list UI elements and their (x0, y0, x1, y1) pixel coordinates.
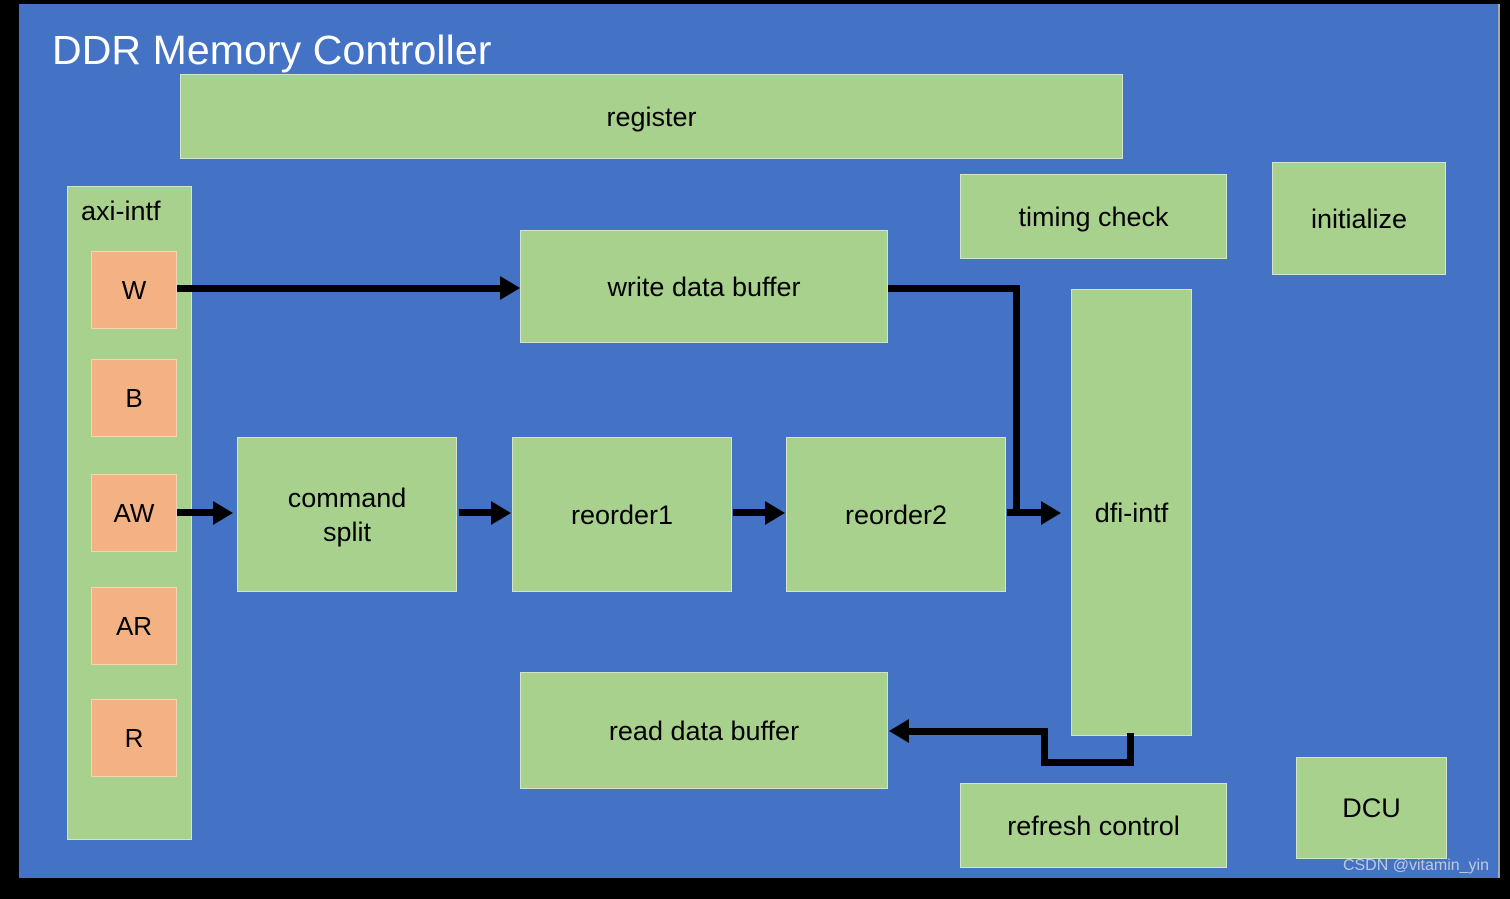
block-reorder2[interactable]: reorder2 (786, 437, 1006, 592)
block-refresh-control[interactable]: refresh control (960, 783, 1227, 868)
block-write-data-buffer[interactable]: write data buffer (520, 230, 888, 343)
block-read-data-buffer[interactable]: read data buffer (520, 672, 888, 789)
axi-channel-r[interactable]: R (91, 699, 177, 777)
connector-dfi-to-rdb-vertical-right (1127, 733, 1134, 766)
slide-canvas: DDR Memory Controller register axi-intf … (19, 4, 1500, 878)
axi-channel-w[interactable]: W (91, 251, 177, 329)
arrowhead-dfi-to-read-data-buffer (889, 719, 909, 743)
block-timing-check[interactable]: timing check (960, 174, 1227, 259)
connector-wdb-join (1013, 509, 1055, 516)
block-register[interactable]: register (180, 74, 1123, 159)
axi-channel-b[interactable]: B (91, 359, 177, 437)
arrowhead-reorder1-to-reorder2 (765, 501, 785, 525)
connector-aw-to-command-split (177, 509, 215, 516)
block-dfi-intf[interactable]: dfi-intf (1071, 289, 1192, 736)
connector-reorder1-to-reorder2 (733, 509, 767, 516)
connector-dfi-to-rdb-vertical-left (1041, 728, 1048, 766)
axi-channel-aw[interactable]: AW (91, 474, 177, 552)
block-reorder1[interactable]: reorder1 (512, 437, 732, 592)
connector-dfi-to-rdb-horizontal-lower (1041, 759, 1134, 766)
block-command-split[interactable]: command split (237, 437, 457, 592)
connector-wdb-horizontal (888, 285, 1020, 292)
block-initialize[interactable]: initialize (1272, 162, 1446, 275)
arrowhead-aw-to-command-split (213, 501, 233, 525)
block-dcu[interactable]: DCU (1296, 757, 1447, 859)
command-split-label: command split (288, 481, 407, 549)
arrowhead-command-split-to-reorder1 (491, 501, 511, 525)
axi-channel-ar[interactable]: AR (91, 587, 177, 665)
connector-command-split-to-reorder1 (459, 509, 493, 516)
connector-wdb-vertical (1013, 285, 1020, 513)
arrowhead-w-to-write-data-buffer (500, 276, 520, 300)
command-split-line-2: split (322, 516, 371, 547)
command-split-line-1: command (287, 482, 407, 513)
page-title: DDR Memory Controller (52, 27, 492, 73)
connector-w-to-write-data-buffer (177, 285, 502, 292)
watermark: CSDN @vitamin_yin (1342, 857, 1489, 874)
connector-dfi-to-rdb-horizontal-upper (909, 728, 1048, 735)
